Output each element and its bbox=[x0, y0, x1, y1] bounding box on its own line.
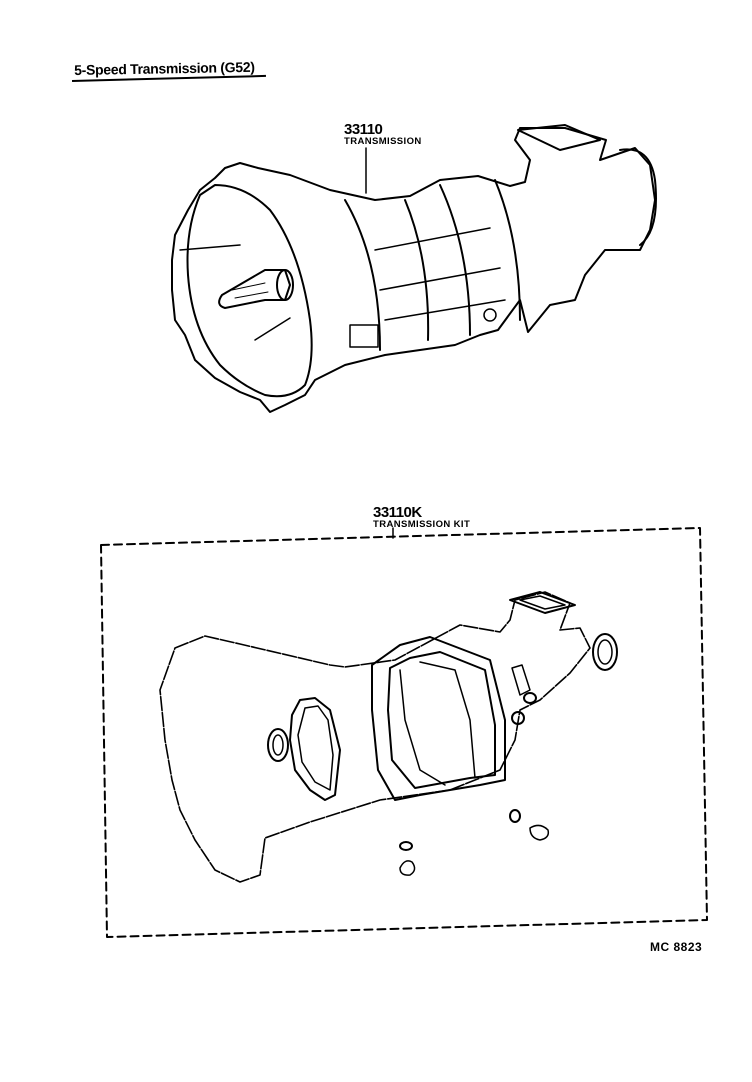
small-gasket bbox=[529, 824, 550, 841]
case-rib bbox=[344, 199, 381, 351]
illustration-code: MC 8823 bbox=[650, 940, 703, 954]
input-shaft-collar bbox=[276, 269, 294, 301]
part-name: TRANSMISSION KIT bbox=[373, 519, 471, 530]
bell-housing-opening bbox=[186, 184, 313, 398]
part-number: 33110 bbox=[344, 121, 383, 138]
rear-output-housing bbox=[619, 148, 657, 246]
small-gasket bbox=[399, 860, 416, 876]
part-callout-transmission-kit[interactable]: 33110K TRANSMISSION KIT bbox=[373, 505, 470, 530]
kit-boundary bbox=[100, 527, 708, 938]
reverse-switch bbox=[349, 324, 379, 348]
case-rib bbox=[439, 184, 471, 336]
intermediate-plate-gasket-outer bbox=[371, 636, 506, 801]
drain-plug-gasket bbox=[511, 711, 525, 725]
drain-plug bbox=[483, 308, 497, 322]
part-callout-transmission[interactable]: 33110 TRANSMISSION bbox=[344, 122, 422, 147]
shift-lever-retainer-gasket bbox=[509, 591, 576, 614]
front-bearing-retainer-gasket bbox=[289, 697, 341, 801]
case-rib bbox=[404, 199, 430, 341]
rear-oil-seal bbox=[592, 633, 618, 671]
part-number: 33110K bbox=[373, 504, 422, 521]
case-outline bbox=[159, 591, 591, 883]
case-rib bbox=[494, 179, 521, 321]
input-shaft bbox=[218, 269, 291, 309]
intermediate-plate-gasket-inner bbox=[387, 651, 496, 789]
speedometer-o-ring bbox=[523, 692, 537, 704]
front-oil-seal bbox=[267, 728, 289, 762]
transmission-outline bbox=[171, 127, 656, 413]
small-gasket bbox=[399, 841, 413, 851]
part-name: TRANSMISSION bbox=[344, 136, 422, 147]
shift-cover bbox=[517, 124, 601, 151]
speedometer-sleeve bbox=[511, 664, 531, 696]
small-gasket bbox=[509, 809, 521, 823]
